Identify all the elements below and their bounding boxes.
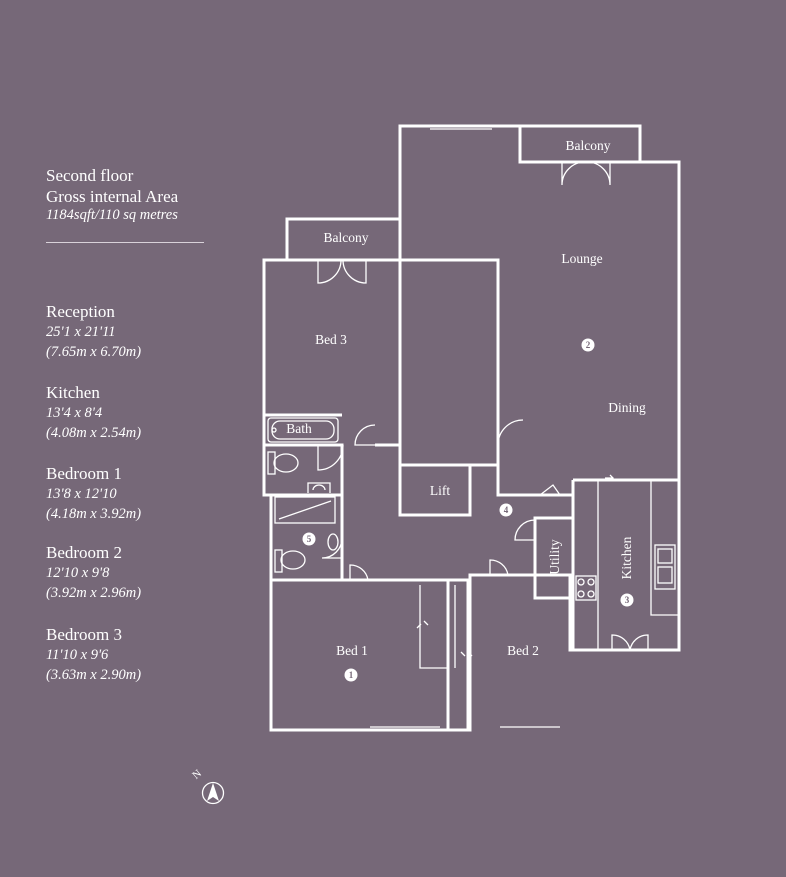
room-name: Kitchen	[46, 383, 100, 402]
label-lift: Lift	[430, 483, 450, 498]
marker-3: 3	[620, 593, 634, 607]
wc-ensuite	[280, 550, 306, 570]
cupboard	[535, 493, 575, 518]
hob-ring-1	[577, 578, 585, 586]
bath-partition	[264, 443, 344, 495]
wardrobe-marks	[416, 620, 473, 660]
area-value: 1184sqft/110 sq metres	[46, 207, 178, 223]
label-bed1: Bed 1	[336, 643, 368, 658]
wc-bath	[273, 453, 299, 473]
kitchen-vent	[605, 474, 614, 482]
room-imperial: 11'10 x 9'6	[46, 647, 109, 663]
outer-wall	[262, 124, 681, 732]
shower-tray	[274, 496, 336, 524]
hob	[575, 575, 597, 601]
door-ensuite	[321, 537, 343, 559]
label-utility: Utility	[547, 539, 562, 575]
wc-bath-cistern	[267, 451, 276, 475]
sink	[654, 544, 676, 590]
room-name: Bedroom 2	[46, 543, 123, 562]
door-core	[497, 419, 524, 446]
compass-icon: N	[190, 768, 225, 805]
svg-text:4: 4	[504, 505, 509, 515]
room-metric: (4.08m x 2.54m)	[46, 425, 142, 441]
sink-bowl-1	[657, 548, 673, 564]
label-lounge: Lounge	[561, 251, 602, 266]
room-metric: (3.63m x 2.90m)	[46, 667, 142, 683]
compass-north-label: N	[190, 768, 204, 782]
label-kitchen: Kitchen	[619, 536, 634, 579]
kitchen-worktop-right	[650, 480, 679, 616]
svg-text:5: 5	[307, 534, 312, 544]
room-imperial: 12'10 x 9'8	[46, 565, 110, 581]
door-cupboard	[539, 484, 561, 496]
door-bed3	[354, 424, 376, 446]
marker-5: 5	[302, 532, 316, 546]
shower-screen	[278, 500, 332, 520]
svg-text:2: 2	[586, 340, 591, 350]
room-imperial: 13'8 x 12'10	[46, 486, 117, 502]
sink-bowl-2	[657, 566, 673, 584]
door-bed2	[489, 559, 509, 576]
basin-ensuite	[327, 533, 339, 551]
lift-outline	[398, 463, 472, 517]
room-metric: (7.65m x 6.70m)	[46, 344, 142, 360]
hob-ring-4	[587, 590, 595, 598]
marker-1: 1	[344, 668, 358, 682]
label-bath: Bath	[286, 421, 312, 436]
room-name: Bedroom 1	[46, 464, 123, 483]
label-bed2: Bed 2	[507, 643, 539, 658]
label-balcony-top: Balcony	[566, 138, 611, 153]
room-imperial: 13'4 x 8'4	[46, 405, 103, 421]
svg-text:3: 3	[625, 595, 630, 605]
basin-bath	[307, 482, 331, 493]
divider	[46, 242, 204, 243]
room-imperial: 25'1 x 21'11	[46, 324, 116, 340]
room-name: Bedroom 3	[46, 625, 123, 644]
door-kitchen	[611, 634, 649, 651]
floor-title: Second floor	[46, 166, 134, 185]
window-top	[430, 125, 492, 130]
bed3-right-wall	[375, 260, 402, 447]
room-name: Reception	[46, 302, 115, 321]
area-label: Gross internal Area	[46, 187, 179, 206]
marker-2: 2	[581, 338, 595, 352]
door-balcony-left	[317, 259, 367, 284]
corridor-wall	[496, 465, 535, 497]
svg-text:1: 1	[349, 670, 354, 680]
door-balcony-top	[561, 161, 611, 186]
hob-ring-3	[577, 590, 585, 598]
door-bed1	[349, 564, 369, 581]
bath-tap	[271, 427, 277, 433]
door-bath	[317, 444, 344, 471]
wc-ensuite-cistern	[274, 549, 283, 573]
core-block	[398, 258, 500, 467]
label-balcony-left: Balcony	[324, 230, 369, 245]
wardrobe-bed1	[419, 585, 448, 669]
room-metric: (4.18m x 3.92m)	[46, 506, 142, 522]
label-dining: Dining	[608, 400, 646, 415]
room-metric: (3.92m x 2.96m)	[46, 585, 142, 601]
bathtub	[267, 417, 339, 443]
label-bed3: Bed 3	[315, 332, 347, 347]
hob-ring-2	[587, 578, 595, 586]
marker-4: 4	[499, 503, 513, 517]
door-utility	[514, 519, 536, 541]
